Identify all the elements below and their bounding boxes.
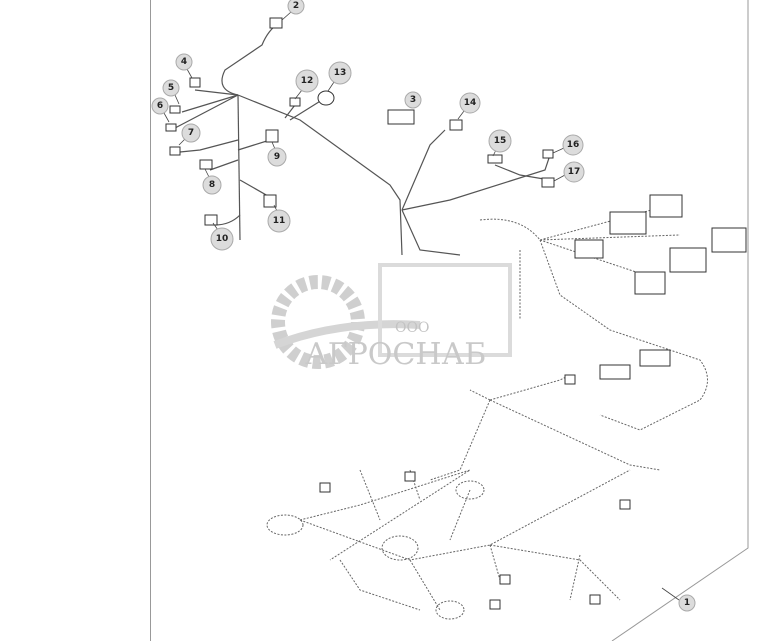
callout-1: 1 [661, 587, 696, 612]
callout-14: 14 [457, 92, 481, 120]
watermark-logo: ООО АГРОСНАБ [271, 263, 512, 372]
callout-12: 12 [294, 69, 319, 100]
callout-label: 17 [568, 167, 581, 177]
svg-text:АГРОСНАБ: АГРОСНАБ [305, 337, 486, 372]
callout-label: 10 [216, 234, 229, 244]
callout-7: 7 [178, 123, 201, 146]
callout-3: 3 [404, 91, 422, 109]
callout-label: 8 [209, 180, 215, 190]
callout-4: 4 [175, 53, 193, 79]
callout-label: 14 [464, 98, 477, 108]
callout-16: 16 [552, 134, 584, 156]
callout-label: 5 [168, 83, 174, 93]
frame-right-border [611, 0, 749, 641]
callout-label: 9 [274, 152, 280, 162]
callout-6: 6 [151, 97, 170, 123]
callout-15: 15 [488, 129, 512, 157]
callout-label: 6 [157, 101, 163, 111]
callout-5: 5 [162, 79, 180, 105]
callout-label: 13 [334, 68, 347, 78]
callout-label: 3 [410, 95, 416, 105]
callout-label: 11 [273, 216, 286, 226]
callout-label: 2 [293, 1, 299, 11]
callout-9: 9 [267, 141, 287, 167]
callout-8: 8 [202, 168, 222, 195]
callout-11: 11 [267, 204, 291, 233]
lower-harness [266, 194, 747, 620]
callout-17: 17 [553, 161, 585, 183]
svg-text:ООО: ООО [395, 320, 429, 336]
callout-label: 4 [181, 57, 187, 67]
callout-label: 12 [301, 76, 314, 86]
callout-label: 15 [494, 136, 507, 146]
callout-label: 16 [567, 140, 580, 150]
upper-harness [165, 17, 555, 256]
callout-10: 10 [210, 222, 234, 251]
callout-label: 7 [188, 128, 194, 138]
callout-label: 1 [684, 598, 690, 608]
callouts: 1 2 3 4 5 6 7 8 9 10 11 12 13 14 15 16 1… [151, 0, 696, 612]
callout-2: 2 [281, 0, 305, 21]
callout-13: 13 [327, 61, 352, 92]
